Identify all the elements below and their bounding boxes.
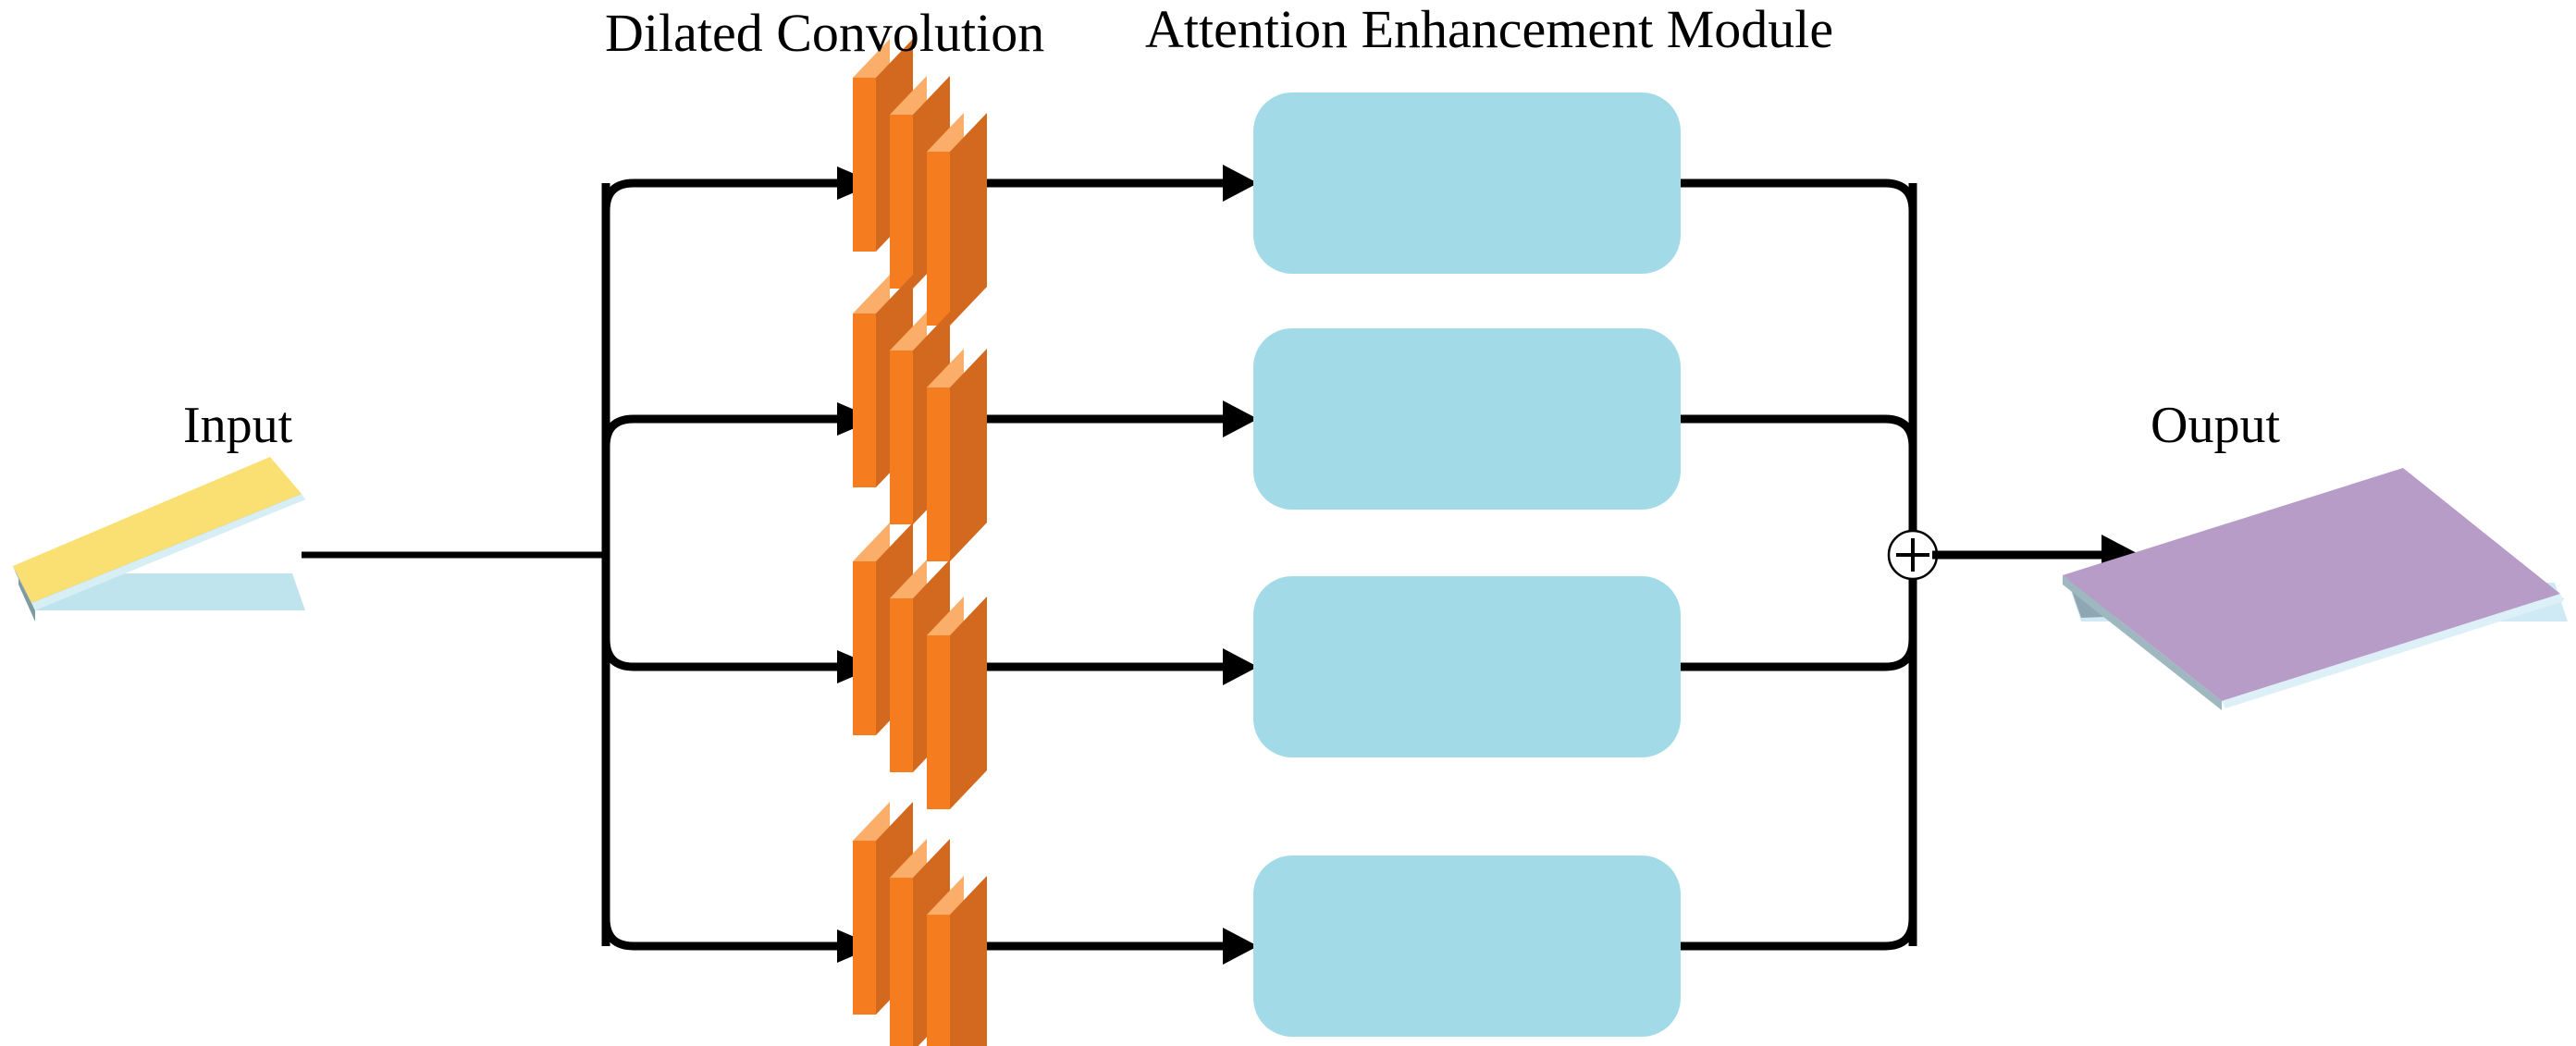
branch-edge-1 xyxy=(601,178,837,212)
output-label: Ouput xyxy=(2151,397,2280,454)
sum-node[interactable] xyxy=(1887,529,1939,581)
attention-box-2[interactable] xyxy=(1253,328,1681,510)
attention-enhancement-module-title: Attention Enhancement Module xyxy=(1145,0,1834,59)
plus-icon xyxy=(1896,538,1929,572)
conv-block-2 xyxy=(853,275,987,561)
merge-edge-2 xyxy=(1681,414,1917,448)
arrowhead-attention-3 xyxy=(1223,648,1258,685)
output-plane xyxy=(2063,468,2568,710)
merge-edge-3 xyxy=(1681,638,1917,671)
branch-edge-4 xyxy=(601,917,837,951)
merge-edge-4 xyxy=(1681,917,1917,951)
dilated-convolution-title: Dilated Convolution xyxy=(605,3,1045,63)
conv-block-3 xyxy=(853,523,987,809)
branch-edge-3 xyxy=(601,638,837,671)
arrowhead-attention-2 xyxy=(1223,400,1258,437)
arrowhead-attention-1 xyxy=(1223,165,1258,202)
conv-block-1 xyxy=(853,39,987,326)
branch-edge-2 xyxy=(601,414,837,448)
conv-block-4 xyxy=(853,802,987,1046)
merge-edge-1 xyxy=(1681,178,1917,212)
arrowhead-attention-4 xyxy=(1223,928,1258,965)
attention-box-3[interactable] xyxy=(1253,576,1681,757)
attention-box-4[interactable] xyxy=(1253,855,1681,1037)
input-label: Input xyxy=(183,397,293,454)
attention-box-1[interactable] xyxy=(1253,92,1681,274)
input-plane xyxy=(13,457,305,621)
